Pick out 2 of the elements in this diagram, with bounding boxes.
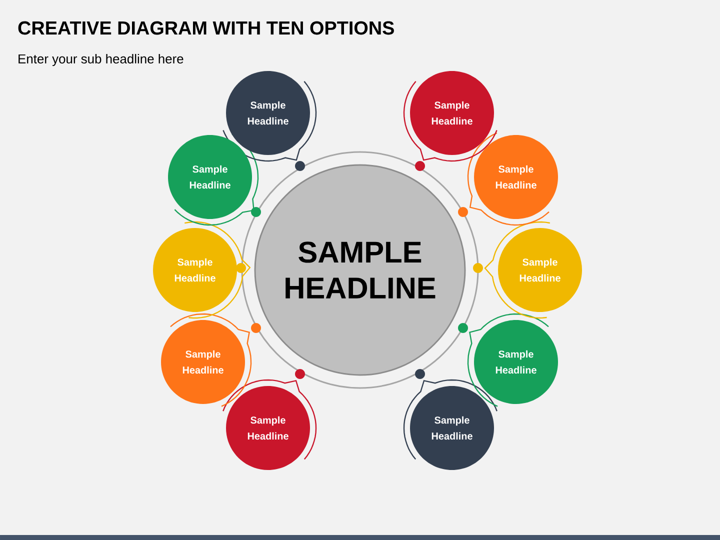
title: CREATIVE DIAGRAM WITH TEN OPTIONS bbox=[18, 21, 394, 35]
subtitle: Enter your sub headline here bbox=[18, 54, 184, 66]
